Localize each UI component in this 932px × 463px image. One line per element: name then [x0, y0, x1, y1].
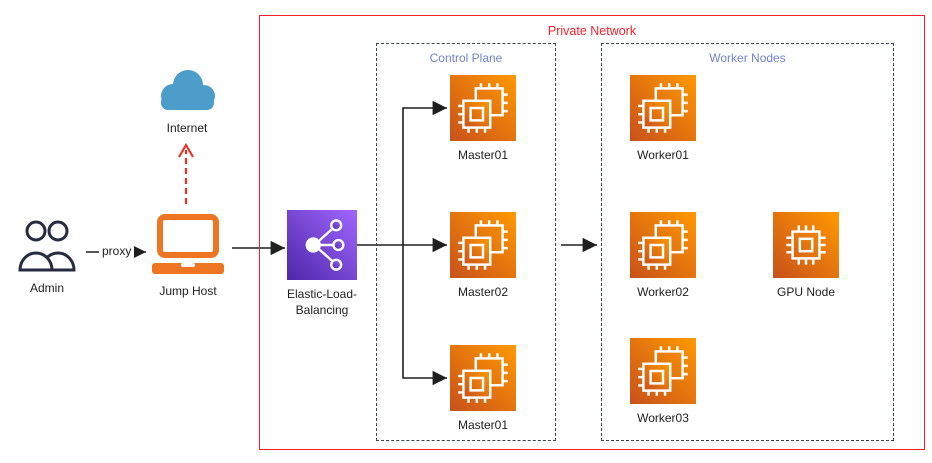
arrow-elb-to-master01-bottom	[402, 245, 447, 386]
node-admin[interactable]: Admin	[0, 216, 94, 297]
node-master01-bottom[interactable]: Master01	[433, 345, 533, 434]
ec2-instances-icon	[450, 345, 516, 411]
node-label: GPU Node	[776, 285, 836, 299]
arrow-elb-to-master01-top	[402, 100, 447, 245]
private-network-boundary[interactable]: Private Network	[259, 15, 925, 450]
node-label: Master01	[457, 418, 509, 432]
ec2-instances-icon	[450, 212, 516, 278]
node-worker03[interactable]: Worker03	[613, 338, 713, 427]
jump-host-label: Jump Host	[159, 284, 217, 298]
admin-label: Admin	[29, 281, 64, 295]
internet-label: Internet	[166, 121, 208, 135]
ec2-instances-icon	[630, 212, 696, 278]
node-label: Worker01	[637, 148, 689, 162]
elb-label: Elastic-Load- Balancing	[286, 287, 358, 317]
admin-users-icon	[15, 216, 79, 274]
node-label: Worker03	[637, 411, 689, 425]
internet-arrowhead	[178, 142, 194, 158]
node-worker01[interactable]: Worker01	[613, 75, 713, 164]
node-label: Master02	[457, 285, 509, 299]
control-plane-label: Control Plane	[429, 51, 503, 65]
private-network-label: Private Network	[547, 24, 637, 38]
control-plane-group[interactable]: Control Plane	[376, 43, 556, 441]
ec2-instances-icon	[630, 75, 696, 141]
gpu-chip-icon	[773, 212, 839, 278]
ec2-instances-icon	[450, 75, 516, 141]
node-label: Master01	[457, 148, 509, 162]
ec2-instances-icon	[630, 338, 696, 404]
worker-nodes-group[interactable]: Worker Nodes	[601, 43, 894, 441]
worker-nodes-label: Worker Nodes	[709, 51, 786, 65]
internet-cloud-icon	[153, 66, 221, 114]
elastic-load-balancing-icon	[287, 210, 357, 280]
node-gpu[interactable]: GPU Node	[756, 212, 856, 301]
node-internet[interactable]: Internet	[137, 66, 237, 137]
laptop-icon	[148, 213, 228, 277]
node-label: Worker02	[637, 285, 689, 299]
node-master02[interactable]: Master02	[433, 212, 533, 301]
node-jump-host[interactable]: Jump Host	[138, 213, 238, 300]
proxy-arrow-label: proxy	[99, 244, 135, 259]
node-worker02[interactable]: Worker02	[613, 212, 713, 301]
node-master01-top[interactable]: Master01	[433, 75, 533, 164]
node-elastic-load-balancing[interactable]: Elastic-Load- Balancing	[272, 210, 372, 318]
